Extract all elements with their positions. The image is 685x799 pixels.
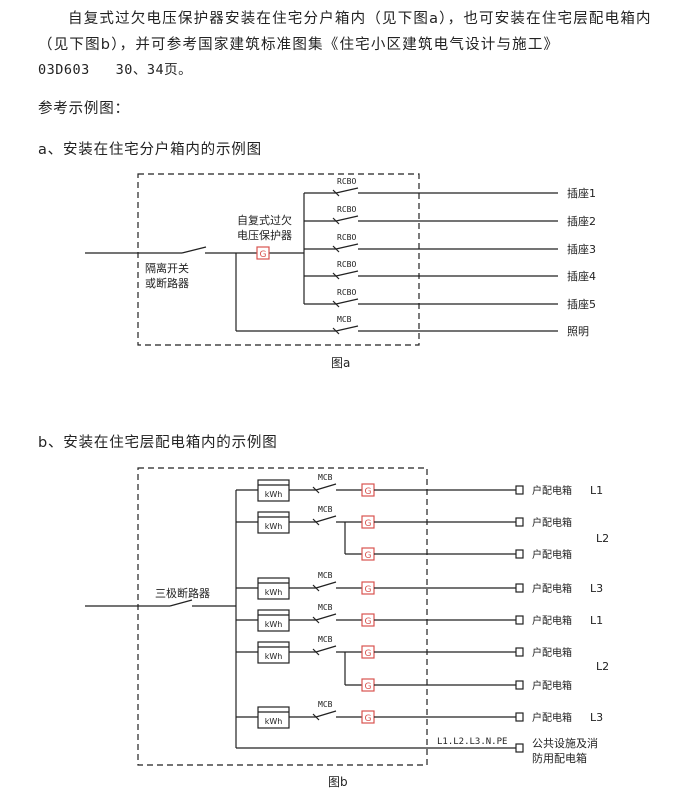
- branch-breaker-label-4: RCBO: [337, 260, 356, 269]
- public-load-label-1: 公共设施及消: [532, 736, 598, 750]
- diagram-a-enclosure: [137, 173, 420, 346]
- phase-pair-1: L2: [596, 532, 609, 545]
- protector-symbol-b-5: G: [365, 617, 372, 627]
- output-terminal-2: [515, 517, 524, 527]
- mcb-switch-4: [315, 613, 337, 621]
- public-bus-label: L1.L2.L3.N.PE: [437, 737, 507, 747]
- protector-label-1: 自复式过欠: [237, 213, 292, 227]
- output-label-8: 户配电箱: [532, 711, 572, 724]
- kwh-label-3: kWh: [265, 588, 283, 597]
- standard-reference: 03D603 30、34页。: [38, 62, 193, 78]
- protector-g-box: [256, 246, 270, 260]
- output-terminal-4: [515, 583, 524, 593]
- mcb-switch-6: [315, 710, 337, 718]
- output-terminal-7: [515, 680, 524, 690]
- branch-load-label-4: 插座4: [567, 269, 596, 283]
- branch-load-label-3: 插座3: [567, 242, 596, 256]
- mcb-label-4: MCB: [318, 603, 333, 612]
- output-label-6: 户配电箱: [532, 646, 572, 659]
- diagram-b-enclosure: [137, 467, 428, 766]
- mcb-label-5: MCB: [318, 635, 333, 644]
- kwh-label-5: kWh: [265, 652, 283, 661]
- public-load-label-2: 防用配电箱: [532, 751, 587, 765]
- protector-label-2: 电压保护器: [237, 228, 292, 242]
- main-breaker-label: 三极断路器: [155, 586, 210, 600]
- mcb-switch-3: [315, 581, 337, 589]
- kwh-label-1: kWh: [265, 490, 283, 499]
- branch-load-label-2: 插座2: [567, 214, 596, 228]
- output-label-2: 户配电箱: [532, 516, 572, 529]
- phase-pair-2: L2: [596, 660, 609, 673]
- isolator-label-1: 隔离开关: [145, 261, 189, 275]
- intro-paragraph: 自复式过欠电压保护器安装在住宅分户箱内（见下图a），也可安装在住宅层配电箱内（见…: [38, 6, 673, 58]
- kwh-label-2: kWh: [265, 522, 283, 531]
- output-phase-5: L1: [590, 614, 603, 627]
- output-label-7: 户配电箱: [532, 679, 572, 692]
- branch-breaker-label-6: MCB: [337, 315, 352, 324]
- branch-breaker-6: [335, 325, 359, 332]
- protector-symbol-b-2: G: [365, 519, 372, 529]
- branch-breaker-label-5: RCBO: [337, 288, 356, 297]
- branch-breaker-label-2: RCBO: [337, 205, 356, 214]
- output-terminal-3: [515, 549, 524, 559]
- output-terminal-8: [515, 712, 524, 722]
- output-terminal-5: [515, 615, 524, 625]
- protector-symbol-b-1: G: [365, 487, 372, 497]
- output-label-5: 户配电箱: [532, 614, 572, 627]
- branch-breaker-label-1: RCBO: [337, 177, 356, 186]
- public-box-terminal: [515, 743, 524, 753]
- output-label-1: 户配电箱: [532, 484, 572, 497]
- examples-title: 参考示例图：: [38, 101, 130, 117]
- output-phase-4: L3: [590, 582, 603, 595]
- section-b-title: b、安装在住宅层配电箱内的示例图: [38, 435, 278, 451]
- protector-symbol-b-3: G: [365, 551, 372, 561]
- isolator-switch: [181, 246, 207, 254]
- protector-symbol: G: [260, 250, 267, 260]
- protector-symbol-b-6: G: [365, 649, 372, 659]
- output-label-3: 户配电箱: [532, 548, 572, 561]
- branch-breaker-5: [335, 298, 359, 305]
- branch-breaker-4: [335, 270, 359, 277]
- isolator-label-2: 或断路器: [145, 276, 189, 290]
- branch-load-label-6: 照明: [567, 325, 589, 338]
- figure-a-caption: 图a: [331, 356, 350, 370]
- branch-breaker-3: [335, 243, 359, 250]
- figure-b-caption: 图b: [328, 775, 348, 789]
- mcb-switch-2: [315, 515, 337, 523]
- mcb-label-1: MCB: [318, 473, 333, 482]
- branch-breaker-2: [335, 215, 359, 222]
- output-phase-8: L3: [590, 711, 603, 724]
- output-label-4: 户配电箱: [532, 582, 572, 595]
- protector-symbol-b-8: G: [365, 714, 372, 724]
- mcb-label-2: MCB: [318, 505, 333, 514]
- output-terminal-6: [515, 647, 524, 657]
- mcb-label-6: MCB: [318, 700, 333, 709]
- output-phase-1: L1: [590, 484, 603, 497]
- mcb-switch-1: [315, 483, 337, 491]
- output-terminal-1: [515, 485, 524, 495]
- main-breaker-switch: [169, 599, 193, 607]
- protector-symbol-b-4: G: [365, 585, 372, 595]
- kwh-label-4: kWh: [265, 620, 283, 629]
- protector-symbol-b-7: G: [365, 682, 372, 692]
- branch-load-label-1: 插座1: [567, 186, 596, 200]
- intro-text: 自复式过欠电压保护器安装在住宅分户箱内（见下图a），也可安装在住宅层配电箱内（见…: [38, 11, 652, 53]
- branch-load-label-5: 插座5: [567, 297, 596, 311]
- branch-breaker-label-3: RCBO: [337, 233, 356, 242]
- mcb-switch-5: [315, 645, 337, 653]
- kwh-label-6: kWh: [265, 717, 283, 726]
- branch-breaker-1: [335, 187, 359, 194]
- mcb-label-3: MCB: [318, 571, 333, 580]
- section-a-title: a、安装在住宅分户箱内的示例图: [38, 142, 262, 158]
